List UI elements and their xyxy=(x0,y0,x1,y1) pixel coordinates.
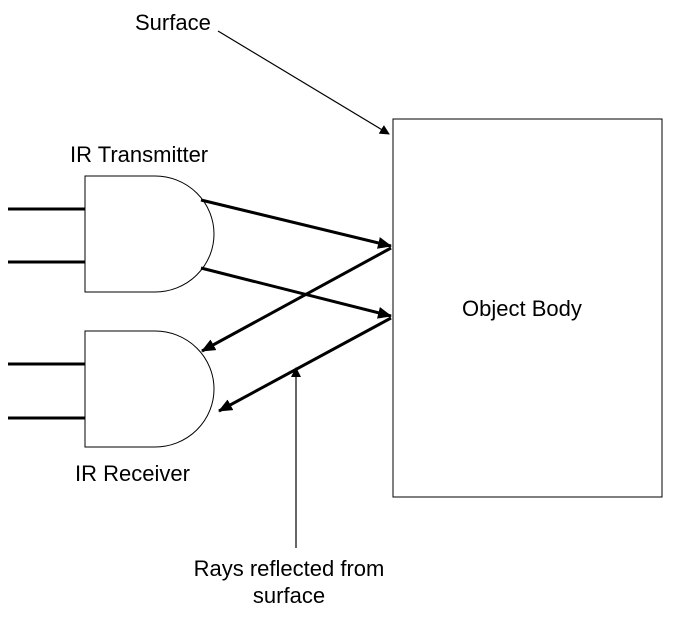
object-body-label: Object Body xyxy=(462,296,582,321)
rays-annotation-line1: Rays reflected from xyxy=(194,556,385,581)
ir-transmitter-icon xyxy=(8,175,215,293)
surface-pointer-arrow xyxy=(217,30,390,135)
ir-receiver-icon xyxy=(8,330,215,448)
surface-label: Surface xyxy=(135,10,211,35)
reflected-ray-upper xyxy=(201,246,392,353)
reflected-ray-lower xyxy=(218,316,392,413)
transmitted-ray-upper xyxy=(200,198,392,249)
ir-receiver-label: IR Receiver xyxy=(75,461,190,486)
object-body-box xyxy=(392,118,663,498)
transmitted-ray-lower xyxy=(200,266,392,319)
rays-annotation-line2: surface xyxy=(253,583,325,608)
ir-transmitter-label: IR Transmitter xyxy=(70,142,208,167)
